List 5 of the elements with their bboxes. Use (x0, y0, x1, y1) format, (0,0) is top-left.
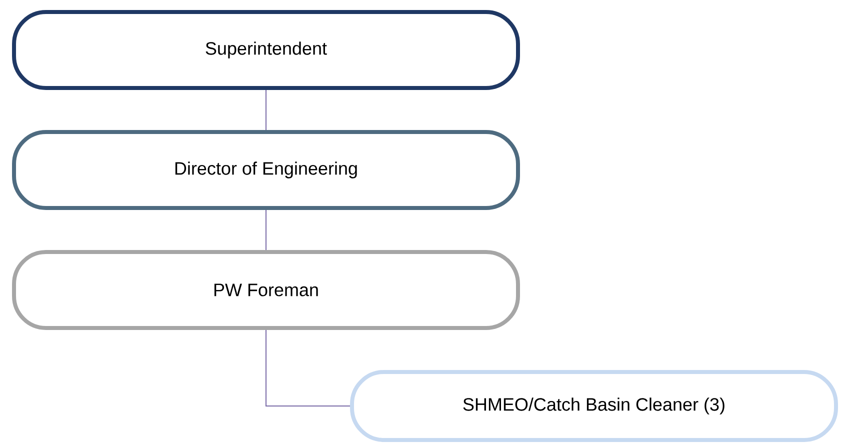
connector-line (266, 329, 350, 406)
role-box: Superintendent (12, 10, 520, 90)
role-box: PW Foreman (12, 250, 520, 330)
role-box: SHMEO/Catch Basin Cleaner (3) (350, 370, 838, 442)
role-box: Director of Engineering (12, 130, 520, 210)
